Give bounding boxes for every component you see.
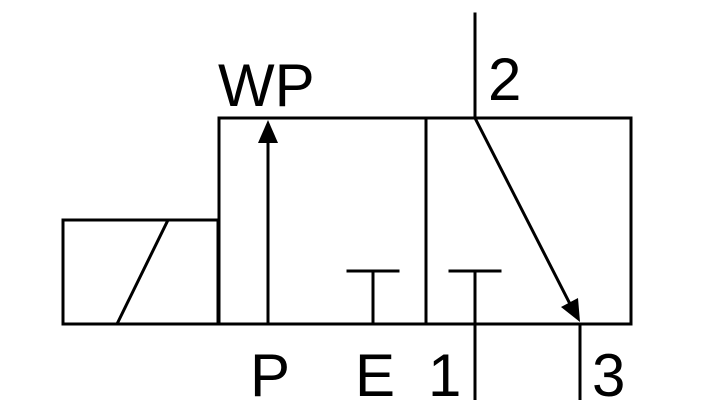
label-port-3: 3: [592, 342, 625, 400]
label-port-2: 2: [488, 46, 521, 113]
flow-line-2-to-3: [472, 115, 573, 307]
label-port-p: P: [250, 342, 290, 400]
solenoid-actuator: [61, 218, 220, 326]
label-wp: WP: [218, 52, 315, 119]
label-port-e: E: [355, 342, 395, 400]
flow-arrowhead-up: [258, 120, 278, 143]
solenoid-coil-stroke: [115, 219, 170, 325]
flow-arrowhead-diagonal: [561, 298, 580, 322]
label-port-1: 1: [428, 342, 461, 400]
valve-left-position: [217, 116, 428, 326]
valve-right-position: [424, 116, 633, 326]
